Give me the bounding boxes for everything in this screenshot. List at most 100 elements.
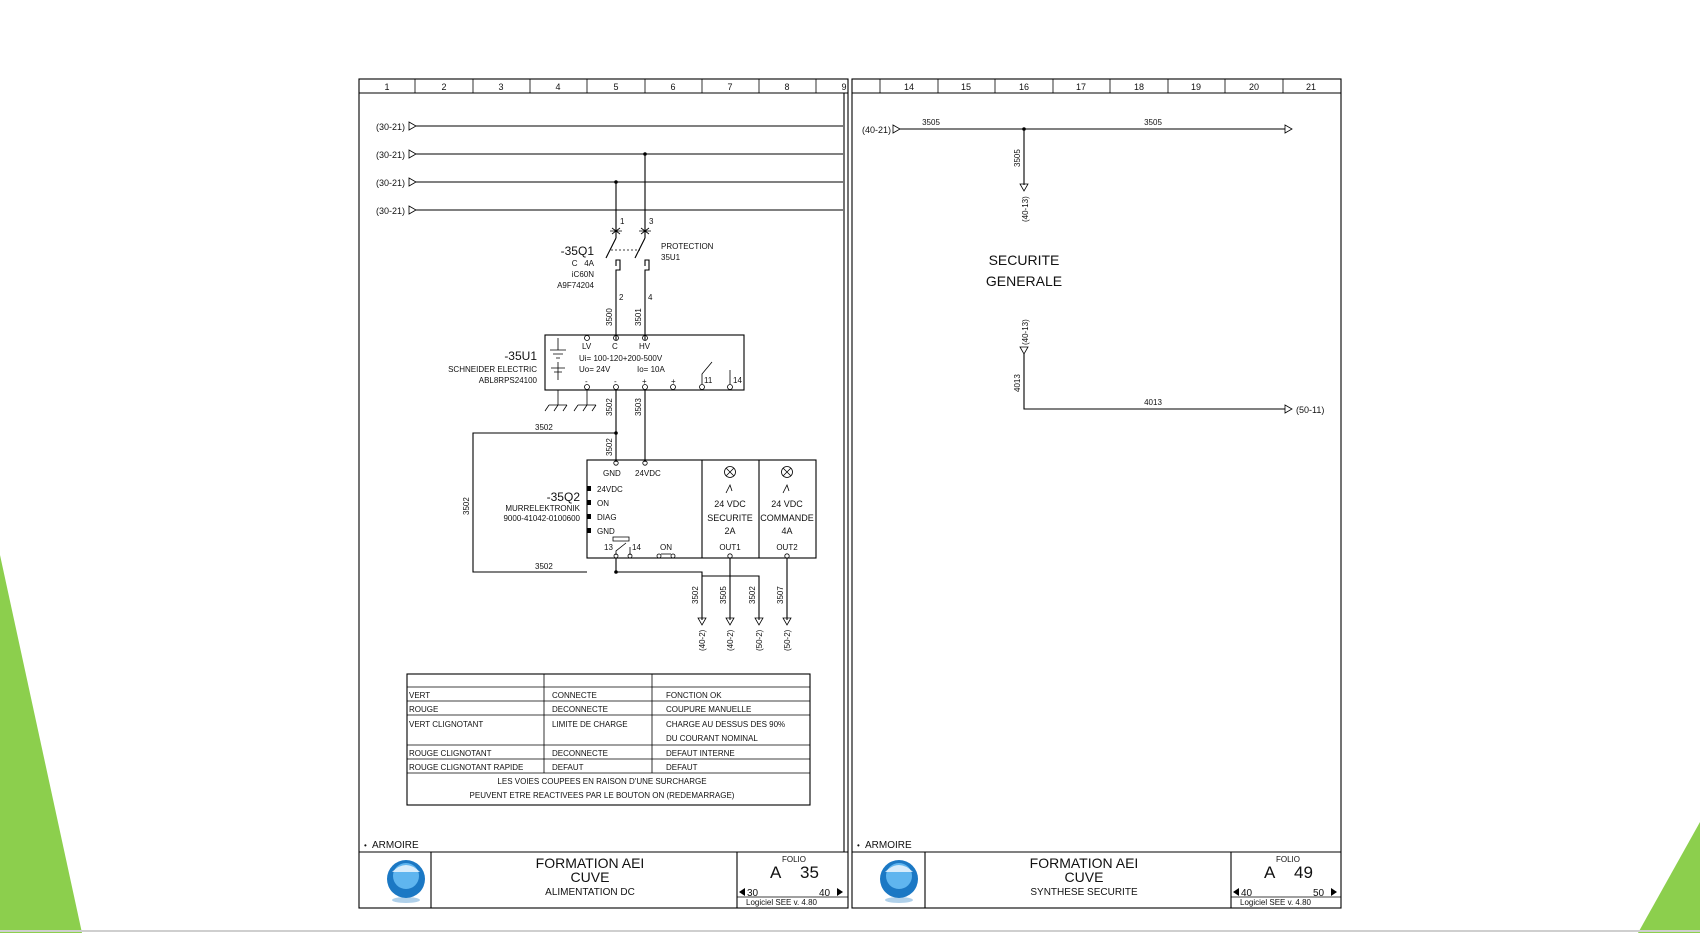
location-label: ARMOIRE bbox=[372, 840, 419, 851]
output-ref: (50-2) bbox=[783, 629, 792, 651]
next-folio[interactable]: 50 bbox=[1313, 888, 1325, 899]
next-arrow-icon[interactable] bbox=[1331, 888, 1337, 896]
col-number: 17 bbox=[1076, 82, 1086, 92]
psu-uo: Uo= 24V bbox=[579, 365, 611, 374]
title-line-1: FORMATION AEI bbox=[1030, 855, 1139, 871]
terminal-label: - bbox=[614, 377, 617, 386]
slide-accent-left bbox=[0, 555, 82, 933]
lamp-icon bbox=[724, 466, 736, 478]
incoming-ref: (30-21) bbox=[376, 178, 405, 188]
table-cell: LIMITE DE CHARGE bbox=[552, 720, 628, 729]
pole-number: 4 bbox=[648, 293, 653, 302]
wire-number: 4013 bbox=[1013, 374, 1022, 392]
breaker-note: 35U1 bbox=[661, 253, 681, 262]
sheet-letter: A bbox=[770, 863, 782, 882]
table-cell: FONCTION OK bbox=[666, 691, 722, 700]
output-ref: (50-11) bbox=[1296, 405, 1324, 415]
prev-folio[interactable]: 30 bbox=[747, 888, 759, 899]
breaker-ref: A9F74204 bbox=[557, 281, 594, 290]
channel-current: 4A bbox=[781, 526, 792, 536]
module-maker: MURRELEKTRONIK bbox=[505, 504, 580, 513]
breaker-tag: -35Q1 bbox=[561, 244, 595, 258]
prev-arrow-icon[interactable] bbox=[1233, 888, 1239, 896]
table-cell: DEFAUT bbox=[552, 763, 584, 772]
next-folio[interactable]: 40 bbox=[819, 888, 831, 899]
col-number: 1 bbox=[384, 82, 389, 92]
wire-number: 3502 bbox=[462, 497, 471, 515]
terminal-label: LV bbox=[582, 342, 592, 351]
wire-number: 3502 bbox=[535, 423, 553, 432]
safety-wiring: (40-21) 3505 3505 3505 (40-13) SECURITE … bbox=[862, 118, 1324, 415]
next-arrow-icon[interactable] bbox=[837, 888, 843, 896]
wire-number: 3502 bbox=[605, 398, 614, 416]
table-cell: CONNECTE bbox=[552, 691, 597, 700]
terminal-label: HV bbox=[639, 342, 651, 351]
title-line-2: CUVE bbox=[1065, 869, 1104, 885]
protection-module-35q2: GND 24VDC 24VDC ON DIAG GND 13 14 ON 24 … bbox=[503, 459, 817, 559]
folio-label: FOLIO bbox=[782, 855, 806, 864]
status-table: VERT CONNECTE FONCTION OK ROUGE DECONNEC… bbox=[406, 673, 811, 806]
title-line-3: ALIMENTATION DC bbox=[545, 887, 635, 898]
table-cell: ROUGE CLIGNOTANT RAPIDE bbox=[409, 763, 523, 772]
section-title: GENERALE bbox=[986, 273, 1062, 289]
psu-maker: SCHNEIDER ELECTRIC bbox=[448, 365, 537, 374]
module-terminal: GND bbox=[603, 469, 621, 478]
prev-folio[interactable]: 40 bbox=[1241, 888, 1253, 899]
company-logo bbox=[387, 860, 425, 903]
output-ref: (40-2) bbox=[726, 629, 735, 651]
right-title-block: FORMATION AEI CUVE SYNTHESE SECURITE FOL… bbox=[852, 851, 1341, 908]
col-number: 14 bbox=[904, 82, 914, 92]
right-column-ruler: 14 15 16 17 18 19 20 21 bbox=[879, 79, 1316, 93]
psu-io: Io= 10A bbox=[637, 365, 665, 374]
incoming-ref: (30-21) bbox=[376, 150, 405, 160]
wire-number: 3502 bbox=[605, 438, 614, 456]
title-line-3: SYNTHESE SECURITE bbox=[1030, 887, 1138, 898]
pole-number: 2 bbox=[619, 293, 624, 302]
terminal-label: + bbox=[671, 377, 676, 386]
terminal-label: + bbox=[642, 377, 647, 386]
wire-number: 3503 bbox=[634, 398, 643, 416]
power-supply-35u1: LV C HV Ui= 100-120+200-500V Uo= 24V Io=… bbox=[448, 334, 745, 412]
col-number: 15 bbox=[961, 82, 971, 92]
table-cell: ROUGE CLIGNOTANT bbox=[409, 749, 492, 758]
incoming-ref: (30-21) bbox=[376, 122, 405, 132]
folio-number: 49 bbox=[1294, 863, 1313, 882]
table-cell: VERT CLIGNOTANT bbox=[409, 720, 483, 729]
wire-number: 4013 bbox=[1144, 398, 1162, 407]
on-button-label: ON bbox=[660, 543, 672, 552]
table-cell: DEFAUT bbox=[666, 763, 698, 772]
module-tag: -35Q2 bbox=[547, 490, 581, 504]
psu-tag: -35U1 bbox=[504, 349, 537, 363]
output-ref: (40-2) bbox=[698, 629, 707, 651]
module-terminal: 24VDC bbox=[635, 469, 661, 478]
col-number: 6 bbox=[670, 82, 675, 92]
folio-number: 35 bbox=[800, 863, 819, 882]
col-number: 21 bbox=[1306, 82, 1316, 92]
breaker-model: iC60N bbox=[572, 270, 594, 279]
breaker-35q1: 1 3 2 4 -35Q1 C 4A iC60N A9F74204 PROTEC… bbox=[557, 154, 714, 340]
wire-number: 3505 bbox=[1013, 149, 1022, 167]
col-number: 7 bbox=[727, 82, 732, 92]
table-cell: CHARGE AU DESSUS DES 90% bbox=[666, 720, 785, 729]
contact-number: 13 bbox=[604, 543, 613, 552]
psu-ui: Ui= 100-120+200-500V bbox=[579, 354, 663, 363]
table-cell: DECONNECTE bbox=[552, 705, 608, 714]
right-sheet: 14 15 16 17 18 19 20 21 (40-21) 3505 350… bbox=[851, 78, 1342, 909]
col-number: 5 bbox=[613, 82, 618, 92]
prev-arrow-icon[interactable] bbox=[739, 888, 745, 896]
module-ref: 9000-41042-0100600 bbox=[503, 514, 580, 523]
terminal-label: - bbox=[585, 377, 588, 386]
col-number: 19 bbox=[1191, 82, 1201, 92]
channel-voltage: 24 VDC bbox=[771, 499, 803, 509]
title-line-1: FORMATION AEI bbox=[536, 855, 645, 871]
slide-accent-right bbox=[1638, 822, 1700, 933]
col-number: 4 bbox=[555, 82, 560, 92]
software-label: Logiciel SEE v. 4.80 bbox=[1240, 898, 1312, 907]
section-title: SECURITE bbox=[989, 252, 1060, 268]
pole-number: 1 bbox=[620, 217, 625, 226]
channel-output: OUT1 bbox=[719, 543, 741, 552]
svg-text:•: • bbox=[364, 841, 367, 850]
module-outputs: 3502 3505 3502 3507 (40-2) (40-2) (50-2)… bbox=[614, 558, 792, 651]
left-sheet: 1 2 3 4 5 6 7 8 9 (30-21) (30-21) (30-21… bbox=[358, 78, 849, 909]
